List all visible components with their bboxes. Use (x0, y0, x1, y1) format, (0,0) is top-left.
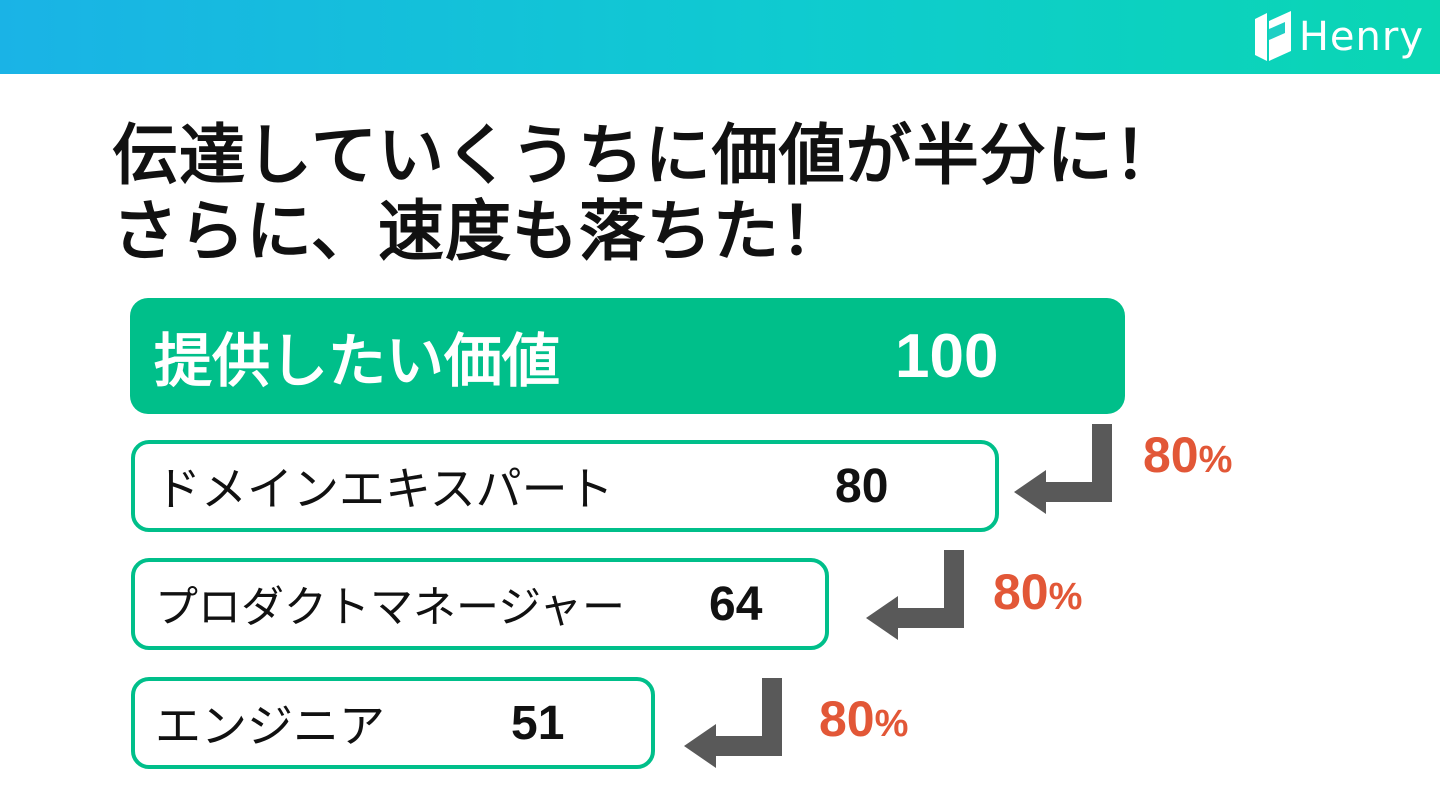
stage-value: 64 (709, 577, 763, 631)
stage-label: エンジニア (155, 699, 385, 753)
return-arrow-icon (684, 678, 782, 768)
value-box-number: 100 (895, 321, 999, 391)
ratio-number: 80 (1143, 427, 1199, 483)
page-title: 伝達していくうちに価値が半分に！ さらに、速度も落ちた！ (112, 118, 1332, 270)
title-line-1: 伝達していくうちに価値が半分に！ (112, 117, 1181, 194)
stage-value: 80 (835, 459, 889, 513)
stage-box-engineer: エンジニア 51 (131, 677, 655, 769)
ratio-number: 80 (819, 691, 875, 747)
return-arrow-icon (1014, 424, 1112, 514)
value-box-main: 提供したい価値 100 (130, 298, 1125, 414)
ratio-percent: % (874, 703, 909, 745)
stage-label: プロダクトマネージャー (155, 583, 625, 633)
ratio-percent: % (1048, 576, 1083, 618)
ratio-label: 80% (993, 563, 1082, 621)
henry-logo-icon (1254, 11, 1291, 61)
value-box-label: 提供したい価値 (154, 327, 561, 395)
brand-name: Henry (1298, 14, 1424, 60)
ratio-label: 80% (819, 690, 908, 748)
ratio-number: 80 (993, 564, 1049, 620)
title-line-2: さらに、速度も落ちた！ (112, 193, 848, 270)
return-arrow-icon (866, 550, 964, 640)
ratio-label: 80% (1143, 426, 1232, 484)
henry-logo[interactable]: Henry (1254, 6, 1424, 68)
stage-label: ドメインエキスパート (155, 462, 614, 516)
stage-box-product-manager: プロダクトマネージャー 64 (131, 558, 829, 650)
stage-box-domain-expert: ドメインエキスパート 80 (131, 440, 999, 532)
header-bar: Henry (0, 0, 1440, 74)
stage-value: 51 (511, 696, 565, 750)
ratio-percent: % (1198, 439, 1233, 481)
